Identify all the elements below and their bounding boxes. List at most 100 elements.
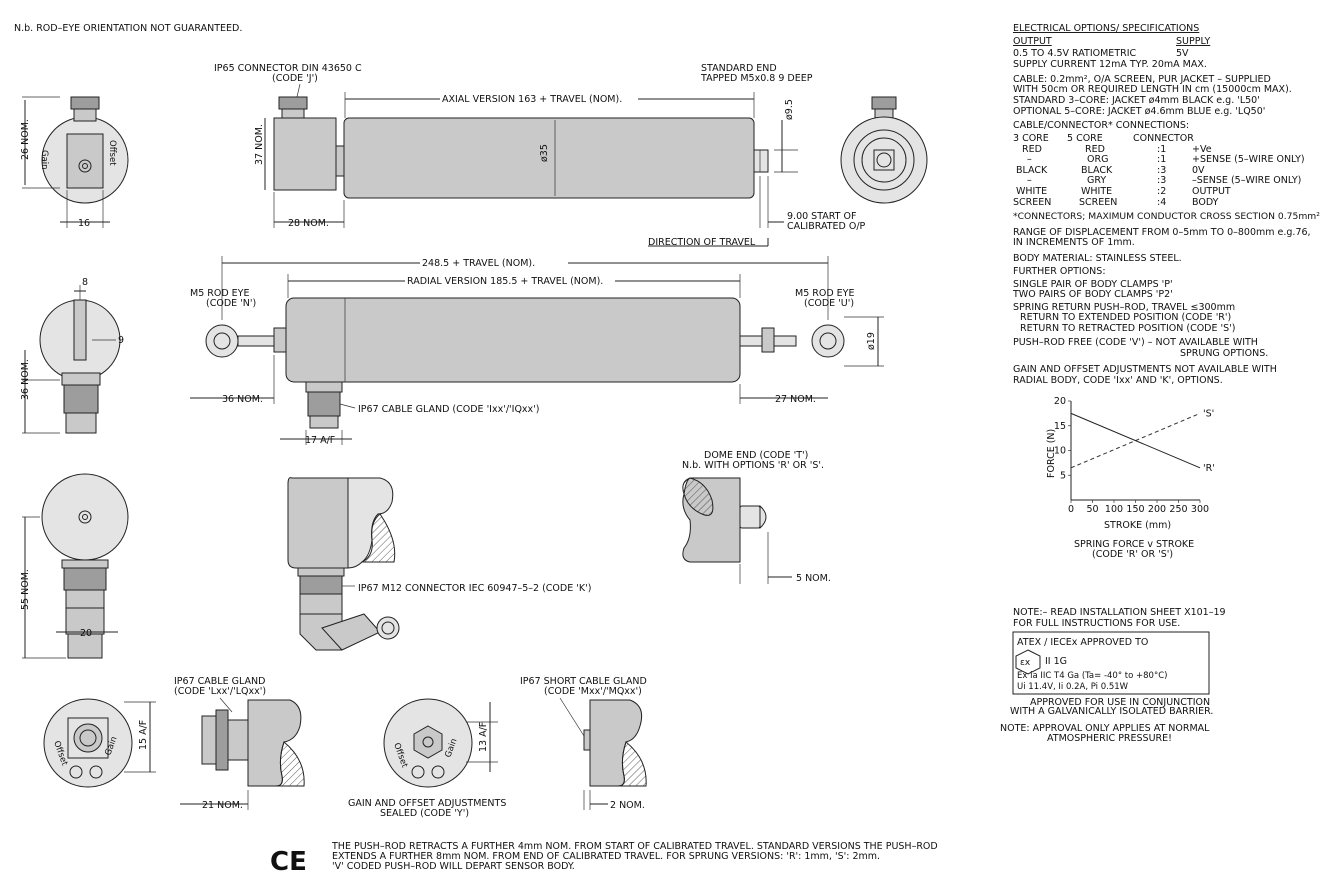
conn-row-5-a: WHITE [1016,186,1047,197]
atex-protection: Ex ia IIC T4 Ga (Ta= -40° to +80°C) [1017,671,1167,681]
chart-x-tick-label: 250 [1169,504,1187,515]
chart-series-line [1070,412,1201,469]
spec-spring-3: RETURN TO RETRACTED POSITION (CODE 'S') [1020,323,1235,334]
chart-x-tick-label: 0 [1068,504,1074,515]
spec-cable-4: OPTIONAL 5–CORE: JACKET ø4.6mm BLUE e.g.… [1013,106,1265,117]
gland-m-label-2: (CODE 'Mxx'/'MQxx') [544,686,642,697]
dim-13-af: 13 A/F [478,722,489,752]
chart-x-tick-label: 200 [1148,504,1166,515]
conn-row-1-b: RED [1085,144,1105,155]
short-cable-gland-side [583,699,647,787]
spec-body-material: BODY MATERIAL: STAINLESS STEEL. [1013,253,1182,264]
gland-l-label-2: (CODE 'Lxx'/'LQxx') [174,686,266,697]
conn-row-3-c: :3 [1157,165,1166,176]
connector-j-label-2: (CODE 'J') [272,73,318,84]
dim-17-af: 17 A/F [305,435,335,446]
conn-header-connector: CONNECTOR [1133,133,1194,144]
chart-y-tick-label: 5 [1060,470,1066,481]
chart-ylabel: FORCE (N) [1046,429,1057,478]
direction-of-travel: DIRECTION OF TRAVEL [648,237,756,248]
spec-output-value: 0.5 TO 4.5V RATIOMETRIC [1013,48,1137,59]
gland-l-label-1: IP67 CABLE GLAND [174,676,265,687]
end-view-axial [840,96,928,204]
conn-row-1-a: RED [1022,144,1042,155]
conn-row-5-d: OUTPUT [1192,186,1231,197]
radial-sensor [205,297,845,429]
end-view-cable-gland-l: Offset Gain [43,698,133,788]
atex-box: ATEX / IECEx APPROVED TO εx II 1G Ex ia … [1012,631,1210,695]
spec-heading: ELECTRICAL OPTIONS/ SPECIFICATIONS [1013,23,1199,34]
chart-subtitle: (CODE 'R' OR 'S') [1092,549,1173,560]
standard-end-label-1: STANDARD END [701,63,777,74]
spec-cable-1: CABLE: 0.2mm², O/A SCREEN, PUR JACKET – … [1013,74,1271,85]
spec-conn-heading: CABLE/CONNECTOR* CONNECTIONS: [1013,120,1189,131]
chart-xlabel: STROKE (mm) [1104,520,1171,531]
rod-eye-u-2: (CODE 'U') [804,298,854,309]
dim-27-nom: 27 NOM. [775,394,816,405]
spec-gain-2: RADIAL BODY, CODE 'Ixx' AND 'K', OPTIONS… [1013,375,1223,386]
conn-row-3-b: BLACK [1081,165,1113,176]
m12-connector-label: IP67 M12 CONNECTOR IEC 60947–5–2 (CODE '… [358,583,591,594]
dome-end-view [682,477,767,563]
dim-21-nom: 21 NOM. [202,800,243,811]
conn-row-3-d: 0V [1192,165,1205,176]
spec-supply-current: SUPPLY CURRENT 12mA TYP. 20mA MAX. [1013,59,1207,70]
rod-eye-orientation-note: N.b. ROD–EYE ORIENTATION NOT GUARANTEED. [14,23,242,34]
chart-series-label: 'R' [1203,463,1215,474]
spec-spring-1: SPRING RETURN PUSH–ROD, TRAVEL ≤300mm [1013,302,1235,313]
dim-2-nom: 2 NOM. [610,800,645,811]
dia-19: ø19 [866,332,877,350]
end-view-connector-j: Gain Offset [39,96,129,204]
conn-row-4-d: –SENSE (5–WIRE ONLY) [1192,175,1301,186]
chart-series-label: 'S' [1203,408,1214,419]
dim-55-nom: 55 NOM. [20,569,31,610]
install-note-1: NOTE:– READ INSTALLATION SHEET X101–19 [1013,607,1226,618]
specifications-block: ELECTRICAL OPTIONS/ SPECIFICATIONS OUTPU… [1012,23,1320,386]
conn-row-4-b: GRY [1087,175,1106,186]
radial-version-dim: RADIAL VERSION 185.5 + TRAVEL (NOM). [407,276,603,287]
chart-x-tick-label: 300 [1191,504,1209,515]
dim-26-nom: 26 NOM. [20,119,31,160]
chart-y-tick-label: 15 [1054,421,1066,432]
atex-group: II 1G [1045,656,1067,667]
gain-label: Gain [39,150,49,170]
rod-eye-n-2: (CODE 'N') [206,298,256,309]
spec-further: FURTHER OPTIONS: [1013,266,1106,277]
chart-x-tick-label: 100 [1105,504,1123,515]
spec-spring-2: RETURN TO EXTENDED POSITION (CODE 'R') [1020,312,1231,323]
conn-row-2-b: ORG [1087,154,1108,165]
rod-eye-n-1: M5 ROD EYE [190,288,249,299]
axial-version-dim: AXIAL VERSION 163 + TRAVEL (NOM). [442,94,622,105]
axial-sensor [273,96,769,199]
spec-col-supply: SUPPLY [1176,36,1210,47]
spec-range-2: IN INCREMENTS OF 1mm. [1013,237,1135,248]
dim-20: 20 [80,628,92,639]
spec-connectors-note: *CONNECTORS; MAXIMUM CONDUCTOR CROSS SEC… [1013,211,1320,222]
conn-row-6-a: SCREEN [1013,197,1051,208]
gland-m-label-1: IP67 SHORT CABLE GLAND [520,676,647,687]
dim-37-nom: 37 NOM. [254,124,265,165]
atex-params: Ui 11.4V, Ii 0.2A, Pi 0.51W [1017,682,1129,692]
dome-end-label-1: DOME END (CODE 'T') [704,450,808,461]
spec-pushrod-1: PUSH–ROD FREE (CODE 'V') – NOT AVAILABLE… [1013,337,1258,348]
dim-36-nom-horizontal: 36 NOM. [222,394,263,405]
connector-j-label-1: IP65 CONNECTOR DIN 43650 C [214,63,362,74]
conn-row-6-b: SCREEN [1079,197,1117,208]
atex-ex-symbol: εx [1020,658,1031,668]
standard-end-label-2: TAPPED M5x0.8 9 DEEP [700,73,813,84]
chart-y-tick-label: 10 [1054,446,1066,457]
conn-row-2-d: +SENSE (5–WIRE ONLY) [1192,154,1305,165]
sealed-label-1: GAIN AND OFFSET ADJUSTMENTS [348,798,506,809]
chart-title: SPRING FORCE v STROKE [1074,539,1194,550]
conn-row-2-a: – [1027,154,1032,165]
chart-y-tick-label: 20 [1054,396,1066,407]
dim-9: 9 [118,335,124,346]
conn-row-4-c: :3 [1157,175,1166,186]
end-view-radial [39,299,121,434]
spec-supply-value: 5V [1176,48,1189,59]
chart-x-tick-label: 150 [1126,504,1144,515]
offset-label: Offset [107,140,117,166]
conn-row-5-c: :2 [1157,186,1166,197]
